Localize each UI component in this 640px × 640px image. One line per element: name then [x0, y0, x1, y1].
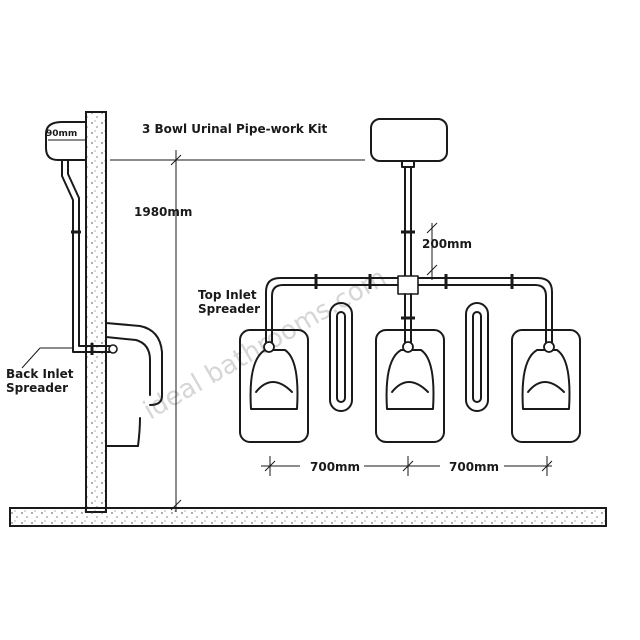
horizontal-pipe: [265, 274, 553, 343]
urinal-bowl-left: [239, 329, 309, 443]
spacing-label-1: 700mm: [310, 460, 360, 474]
divider-panel-right: [465, 302, 489, 412]
drop-label: 200mm: [422, 237, 472, 251]
top-inlet-label-line1: Top Inlet: [198, 288, 257, 302]
back-inlet-label-line1: Back Inlet: [6, 367, 74, 381]
top-gap-label: 90mm: [46, 129, 77, 139]
spacing-dimension: [261, 456, 553, 476]
wall: [85, 111, 107, 513]
side-flush-pipe: [61, 159, 118, 355]
top-inlet-label-line2: Spreader: [198, 302, 260, 316]
urinal-bowl-right: [511, 329, 581, 443]
side-urinal: [105, 322, 163, 447]
divider-panel-left: [329, 302, 353, 412]
height-label: 1980mm: [134, 205, 192, 219]
floor: [9, 507, 607, 527]
drop-dimension: [426, 222, 438, 280]
back-inlet-label-line2: Spreader: [6, 381, 68, 395]
height-dimension: [110, 150, 365, 512]
front-cistern: [370, 118, 448, 168]
diagram-title: 3 Bowl Urinal Pipe-work Kit: [142, 122, 327, 136]
side-cistern: [45, 121, 87, 161]
main-flush-pipe: [401, 166, 415, 279]
spacing-label-2: 700mm: [449, 460, 499, 474]
urinal-bowl-center: [375, 329, 445, 443]
